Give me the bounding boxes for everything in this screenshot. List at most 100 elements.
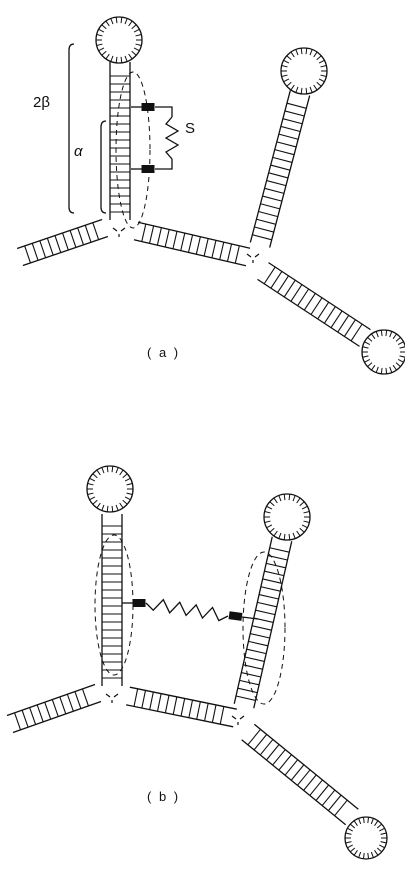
loop-tick xyxy=(97,34,103,35)
loop-tick xyxy=(265,511,271,512)
base-pair-rung xyxy=(158,694,162,712)
loop-tick xyxy=(116,57,117,63)
right-junction xyxy=(247,254,259,263)
loop-tick xyxy=(375,821,378,826)
loop-tick xyxy=(93,500,97,504)
loop-tick xyxy=(393,334,396,339)
base-pair-rung xyxy=(338,315,349,332)
base-pair-rung xyxy=(220,242,224,260)
base-pair-rung xyxy=(63,233,69,250)
base-pair-rung xyxy=(310,780,323,795)
loop-tick xyxy=(111,56,113,62)
loop-tick xyxy=(102,505,104,511)
base-pair-rung xyxy=(291,765,304,780)
loop-tick xyxy=(347,845,352,848)
loop-tick xyxy=(267,525,272,528)
strand-line xyxy=(270,96,310,248)
loop-tick xyxy=(317,56,321,60)
junction-tick xyxy=(114,694,118,697)
strand-line xyxy=(254,541,292,708)
caption-a: ( a ) xyxy=(147,345,180,360)
lower-right-helix xyxy=(258,263,371,347)
base-pair-rung xyxy=(227,244,231,262)
base-pair-rung xyxy=(331,311,342,328)
loop-tick xyxy=(393,365,396,370)
base-pair-rung xyxy=(271,271,282,288)
junction-tick xyxy=(121,228,125,231)
base-pair-rung xyxy=(247,649,267,653)
loop-tick xyxy=(321,65,327,66)
loop-tick xyxy=(304,511,310,512)
top-hairpin-loop xyxy=(87,466,133,512)
loop-tick xyxy=(346,842,352,843)
loop-tick xyxy=(300,528,304,532)
loop-tick xyxy=(284,79,289,82)
base-pair-rung xyxy=(269,173,288,178)
loop-tick xyxy=(289,494,290,500)
base-pair-rung xyxy=(291,285,302,302)
loop-tick xyxy=(116,505,118,511)
loop-tick xyxy=(365,359,370,362)
loop-tick xyxy=(88,483,94,484)
loop-tick xyxy=(90,497,95,500)
loop-circle xyxy=(345,817,387,859)
base-pair-rung xyxy=(258,212,277,217)
loop-tick xyxy=(317,82,321,86)
loop-tick xyxy=(354,821,357,826)
loop-tick xyxy=(129,54,132,59)
loop-tick xyxy=(297,531,300,536)
base-pair-rung xyxy=(245,657,265,661)
base-pair-rung xyxy=(273,750,286,765)
base-pair-rung xyxy=(241,673,261,677)
base-pair-rung xyxy=(30,708,36,725)
loop-tick xyxy=(347,828,352,831)
base-pair-rung xyxy=(271,165,290,170)
loop-tick xyxy=(265,521,271,522)
loop-tick xyxy=(390,331,392,337)
loop-tick xyxy=(314,52,317,57)
loop-tick xyxy=(368,363,372,367)
base-pair-rung xyxy=(22,710,28,727)
loop-tick xyxy=(282,75,288,76)
loop-tick xyxy=(97,470,100,475)
loop-tick xyxy=(106,21,109,26)
base-pair-rung xyxy=(248,641,268,645)
loop-tick xyxy=(97,503,100,508)
base-pair-rung xyxy=(297,770,310,785)
label-two-beta: 2β xyxy=(33,94,50,111)
loop-tick xyxy=(297,498,300,503)
loop-tick xyxy=(287,82,291,86)
loop-tick xyxy=(134,48,139,51)
base-pair-rung xyxy=(277,142,296,147)
base-pair-rung xyxy=(263,196,282,201)
loop-tick xyxy=(381,833,387,834)
base-pair-rung xyxy=(212,240,216,258)
base-pair-rung xyxy=(279,755,292,770)
base-pair-rung xyxy=(204,239,208,257)
base-pair-rung xyxy=(298,289,309,306)
base-pair-rung xyxy=(45,702,51,719)
loop-tick xyxy=(304,521,310,522)
base-pair-rung xyxy=(157,228,161,246)
left-arm-helix xyxy=(7,685,101,733)
base-pair-rung xyxy=(196,237,200,255)
loop-tick xyxy=(112,506,113,512)
strand-line xyxy=(242,740,346,825)
strand-line xyxy=(254,724,358,809)
base-pair-rung xyxy=(142,690,146,708)
central-junction xyxy=(106,694,118,703)
loop-tick xyxy=(310,49,312,55)
base-pair-rung xyxy=(260,739,273,754)
base-pair-rung xyxy=(267,181,286,186)
base-pair-rung xyxy=(281,126,300,131)
loop-tick xyxy=(302,506,307,509)
base-pair-rung xyxy=(256,610,276,614)
base-pair-rung xyxy=(236,696,256,700)
loop-tick xyxy=(350,848,354,852)
base-pair-rung xyxy=(75,692,81,709)
loop-tick xyxy=(346,833,352,834)
base-pair-rung xyxy=(37,705,43,722)
loop-tick xyxy=(398,342,403,345)
base-pair-rung xyxy=(252,235,271,240)
loop-tick xyxy=(371,818,373,824)
